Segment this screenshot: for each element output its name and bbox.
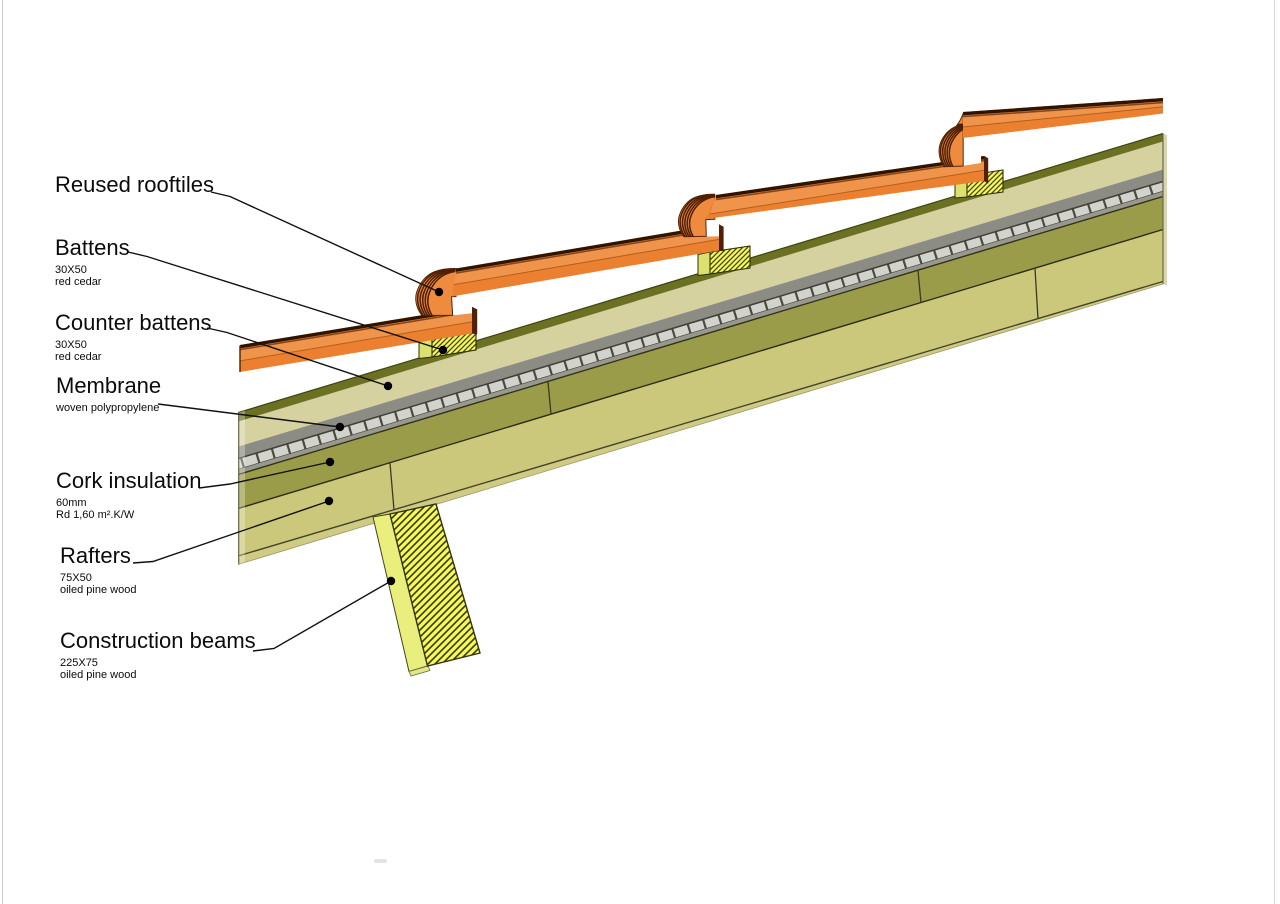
label-reused-rooftiles: Reused rooftiles	[55, 173, 214, 196]
rooftile-3-back-edge	[716, 156, 984, 199]
label-sub: 30X50	[55, 339, 87, 352]
label-title: Membrane	[56, 373, 162, 398]
leader-dot-6	[386, 576, 396, 586]
rooftile-1-back-edge	[240, 307, 472, 349]
leader-dot-5	[324, 496, 334, 506]
rooftile-2	[452, 224, 720, 297]
leader-2	[206, 327, 389, 387]
counter-battens-band	[238, 141, 1163, 447]
tile-end-face	[472, 306, 478, 335]
beam-bottom-face	[408, 665, 431, 677]
membrane-under-band	[238, 191, 1163, 475]
tile-gap	[962, 135, 981, 166]
page-right-edge	[1274, 0, 1275, 904]
leader-4	[198, 461, 331, 489]
leader-dot-1	[438, 345, 448, 355]
tile-gap	[705, 218, 719, 237]
leader-dot-2	[383, 381, 393, 391]
leader-dot-4	[325, 457, 335, 467]
rafters-band	[238, 229, 1163, 556]
batten-2	[697, 245, 751, 277]
leader-3	[157, 403, 341, 428]
label-title: Reused rooftiles	[55, 172, 214, 197]
rooftile-3-curl	[677, 193, 716, 238]
label-sub: woven polypropylene	[56, 402, 160, 415]
label-title: Battens	[55, 235, 130, 260]
label-title: Counter battens	[55, 310, 212, 335]
leader-lines	[127, 191, 448, 652]
label-title: Rafters	[60, 543, 131, 568]
rooftile-3	[706, 156, 985, 219]
label-sub: red cedar	[55, 275, 102, 288]
beam-section-face	[389, 503, 481, 667]
construction-beam	[372, 503, 481, 677]
label-sub: 30X50	[55, 264, 87, 277]
batten-side-face	[697, 251, 711, 277]
label-sub: 75X50	[60, 572, 92, 585]
label-sub: oiled pine wood	[60, 583, 137, 596]
cork-insulation-band	[238, 196, 1163, 509]
membrane-top-band	[238, 169, 1163, 459]
leader-0	[210, 191, 440, 293]
leader-6	[252, 580, 392, 652]
label-sub: 60mm	[56, 497, 87, 510]
rooftile-2-back-edge	[456, 224, 719, 272]
leader-dot-0	[434, 287, 444, 297]
small-dash-mark	[374, 859, 387, 863]
batten-section-face	[709, 245, 751, 275]
rooftile-4-top	[963, 98, 1163, 127]
label-sub: Rd 1,60 m².K/W	[56, 508, 135, 521]
label-title: Construction beams	[60, 628, 256, 653]
membrane-edge-band	[238, 181, 1163, 470]
rafters-underside	[238, 281, 1163, 565]
tile-gap	[452, 293, 472, 316]
label-sub: oiled pine wood	[60, 668, 137, 681]
label-title: Cork insulation	[56, 468, 202, 493]
leader-dot-3	[335, 422, 345, 432]
rooftile-4-back-edge	[963, 98, 1163, 116]
leader-5	[132, 500, 330, 564]
label-sub: 225X75	[60, 657, 98, 670]
tile-end-face	[984, 155, 989, 184]
label-membrane: Membrane woven polypropylene	[56, 374, 161, 415]
tile-end-face	[719, 224, 724, 252]
label-sub: red cedar	[55, 350, 102, 363]
page-left-edge	[2, 0, 3, 904]
leader-1	[127, 251, 444, 351]
rooftile-4	[962, 98, 1164, 138]
